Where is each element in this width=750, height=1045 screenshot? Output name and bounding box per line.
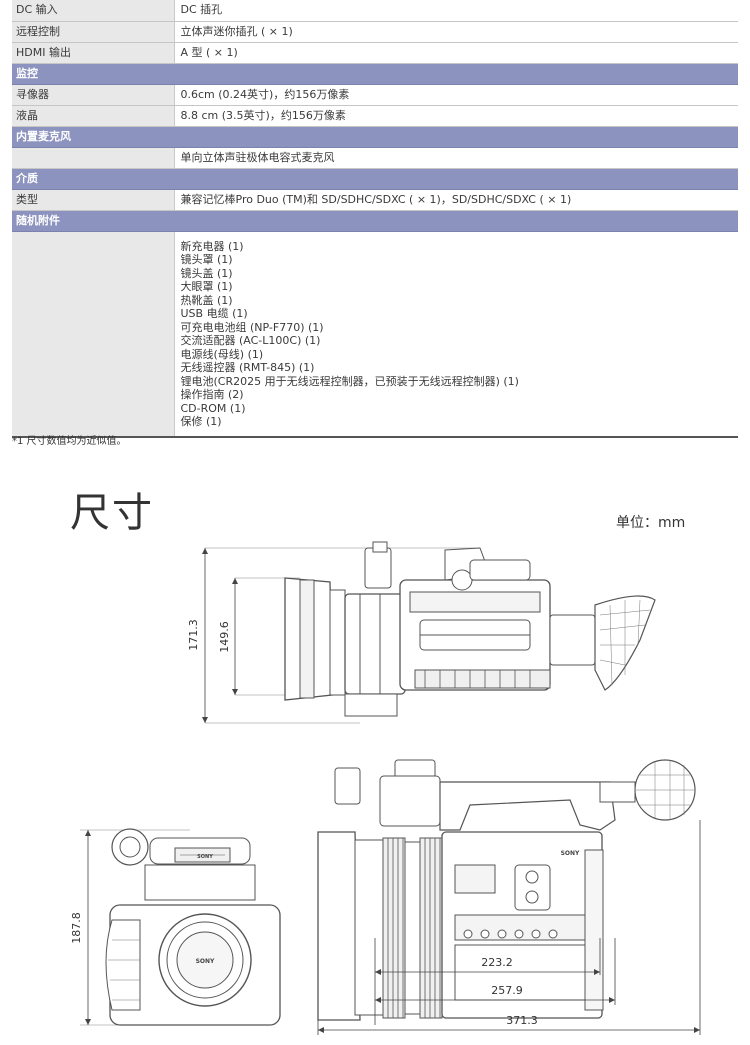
spec-key: 类型 bbox=[12, 189, 175, 211]
accessory-item: CD-ROM (1) bbox=[180, 401, 246, 415]
section-label: 内置麦克风 bbox=[12, 126, 738, 148]
accessory-item: 大眼罩 (1) bbox=[180, 280, 233, 293]
accessory-item: 锂电池(CR2025 用于无线远程控制器，已预装于无线远程控制器) (1) bbox=[180, 374, 519, 388]
accessory-item: 交流适配器 (AC-L100C) (1) bbox=[180, 334, 321, 347]
dimensions-title: 尺寸 bbox=[70, 490, 154, 536]
brand-mark-top: SONY bbox=[197, 854, 213, 860]
brand-mark-side: SONY bbox=[561, 850, 580, 857]
dim-top-body-height: 149.6 bbox=[218, 621, 231, 653]
section-label: 随机附件 bbox=[12, 210, 738, 232]
section-label: 监控 bbox=[12, 63, 738, 85]
spec-row: 单向立体声驻极体电容式麦克风 bbox=[12, 147, 738, 169]
spec-key bbox=[12, 231, 175, 438]
spec-section-header: 随机附件 bbox=[12, 210, 738, 232]
accessory-item: USB 电缆 (1) bbox=[180, 307, 248, 320]
dimension-drawings: SONY SONY SONY 171.3 149.6 187.8 223.2 2… bbox=[70, 541, 701, 1035]
spec-key: 寻像器 bbox=[12, 84, 175, 106]
dim-side-width-1: 223.2 bbox=[481, 956, 513, 969]
spec-value: 立体声迷你插孔 ( × 1) bbox=[174, 21, 738, 43]
spec-key: 远程控制 bbox=[12, 21, 175, 43]
spec-row: 远程控制立体声迷你插孔 ( × 1) bbox=[12, 21, 738, 43]
spec-section-header: 介质 bbox=[12, 168, 738, 190]
dim-side-width-3: 371.3 bbox=[506, 1014, 538, 1027]
accessory-item: 操作指南 (2) bbox=[180, 388, 244, 401]
accessory-item: 热靴盖 (1) bbox=[180, 293, 233, 307]
spec-value: 0.6cm (0.24英寸)，约156万像素 bbox=[174, 84, 738, 106]
spec-row-accessories: 新充电器 (1)镜头罩 (1)镜头盖 (1)大眼罩 (1)热靴盖 (1)USB … bbox=[12, 231, 738, 438]
accessory-item: 电源线(母线) (1) bbox=[180, 347, 264, 361]
accessory-item: 可充电电池组 (NP-F770) (1) bbox=[180, 320, 324, 334]
spec-key bbox=[12, 147, 175, 169]
camera-front-view bbox=[80, 828, 281, 1026]
camera-top-view bbox=[205, 541, 656, 724]
accessory-item: 保修 (1) bbox=[180, 415, 222, 428]
spec-section-header: 监控 bbox=[12, 63, 738, 85]
dim-side-width-2: 257.9 bbox=[491, 984, 523, 997]
accessory-item: 新充电器 (1) bbox=[180, 239, 244, 253]
section-label: 介质 bbox=[12, 168, 738, 190]
accessory-item: 镜头罩 (1) bbox=[180, 253, 233, 266]
spec-value: 兼容记忆棒Pro Duo (TM)和 SD/SDHC/SDXC ( × 1)，S… bbox=[174, 189, 738, 211]
accessory-item: 无线遥控器 (RMT-845) (1) bbox=[180, 361, 315, 374]
spec-key: HDMI 输出 bbox=[12, 42, 175, 64]
accessory-list: 新充电器 (1)镜头罩 (1)镜头盖 (1)大眼罩 (1)热靴盖 (1)USB … bbox=[174, 231, 738, 438]
spec-section-header: 内置麦克风 bbox=[12, 126, 738, 148]
dim-front-height: 187.8 bbox=[70, 912, 83, 944]
footnote: *1 尺寸数值均为近似值。 bbox=[12, 436, 127, 447]
spec-value: 单向立体声驻极体电容式麦克风 bbox=[174, 147, 738, 169]
unit-label: 单位：mm bbox=[616, 515, 686, 531]
brand-mark-lens: SONY bbox=[196, 958, 215, 965]
spec-value: A 型 ( × 1) bbox=[174, 42, 738, 64]
accessory-item: 镜头盖 (1) bbox=[180, 266, 233, 280]
dim-top-total-height: 171.3 bbox=[187, 619, 200, 651]
spec-value: 8.8 cm (3.5英寸)，约156万像素 bbox=[174, 105, 738, 127]
camera-side-view bbox=[317, 759, 696, 1021]
spec-key: 液晶 bbox=[12, 105, 175, 127]
spec-key: DC 输入 bbox=[12, 0, 175, 22]
spec-value: DC 插孔 bbox=[174, 0, 738, 22]
spec-row: 类型兼容记忆棒Pro Duo (TM)和 SD/SDHC/SDXC ( × 1)… bbox=[12, 189, 738, 211]
